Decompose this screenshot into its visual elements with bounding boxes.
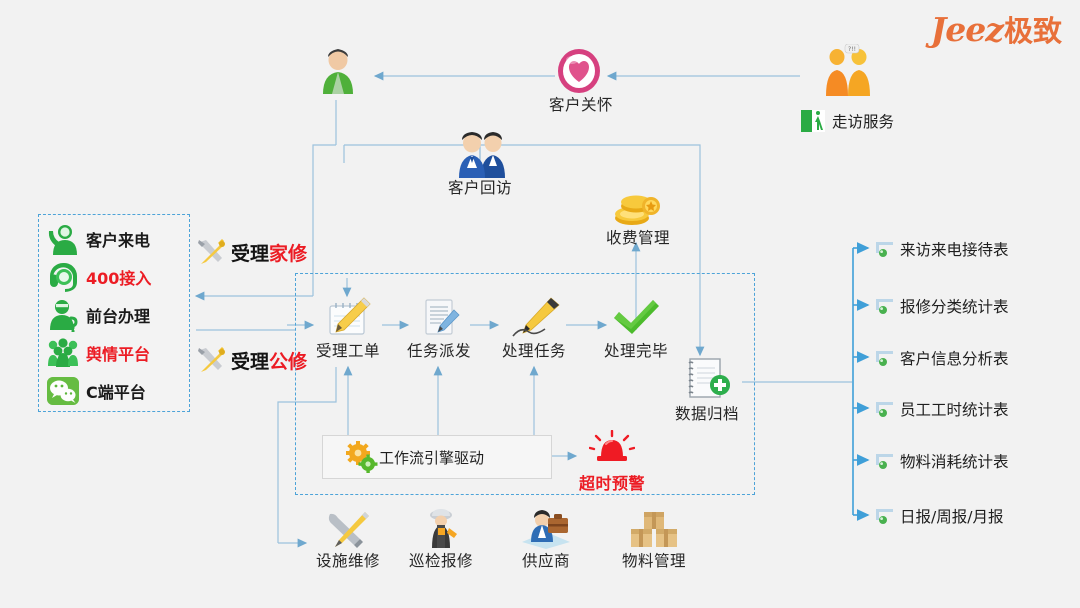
node-visit-people: ?!! [818, 44, 878, 96]
node-overtime-alarm[interactable]: 超时预警 [566, 429, 658, 494]
accept-label: 受理公修 [231, 350, 308, 373]
node-fee-management[interactable]: 收费管理 [606, 190, 671, 248]
svg-text:?!!: ?!! [848, 46, 856, 53]
report-item-0[interactable]: 来访来电接待表 [875, 236, 1009, 262]
report-item-2[interactable]: 客户信息分析表 [875, 345, 1009, 371]
report-label: 日报/周报/月报 [900, 508, 1004, 526]
bottom-label: 供应商 [521, 552, 570, 570]
accept-home-repair[interactable]: 受理家修 [197, 238, 307, 266]
node-visit-service[interactable]: 走访服务 [800, 108, 894, 134]
reception-person-icon [46, 298, 80, 333]
two-agents-icon [459, 132, 505, 178]
node-label: 客户关怀 [549, 96, 614, 114]
report-sheet-icon [875, 507, 897, 525]
report-label: 物料消耗统计表 [900, 453, 1009, 471]
wrench-screwdriver-icon [328, 512, 369, 548]
bottom-label: 设施维修 [315, 552, 380, 570]
channel-label: 舆情平台 [86, 345, 151, 364]
report-label: 报修分类统计表 [900, 298, 1009, 316]
notepad-pencil-icon [329, 297, 371, 335]
two-people-icon: ?!! [826, 44, 870, 96]
tools-icon [198, 347, 225, 372]
step-label: 处理完毕 [603, 342, 668, 360]
accept-label: 受理家修 [231, 242, 308, 265]
channel-item-0[interactable]: 客户来电 [46, 222, 150, 256]
gears-icon [346, 441, 378, 473]
briefcase-person-icon [522, 510, 570, 549]
core-workflow-panel [295, 273, 755, 495]
report-item-4[interactable]: 物料消耗统计表 [875, 448, 1009, 474]
step-label: 受理工单 [315, 342, 380, 360]
workflow-step-2[interactable]: 处理任务 [499, 296, 569, 361]
node-staff[interactable] [318, 48, 358, 94]
brand-logo-latin: Jeez [930, 10, 1004, 49]
workflow-step-1[interactable]: 任务派发 [404, 296, 474, 361]
report-label: 来访来电接待表 [900, 241, 1009, 259]
green-check-icon [614, 300, 659, 334]
accept-public-repair[interactable]: 受理公修 [197, 346, 307, 374]
report-sheet-icon [875, 297, 897, 315]
headset-icon [46, 260, 80, 294]
channel-item-3[interactable]: 舆情平台 [46, 336, 150, 370]
node-label: 客户回访 [447, 179, 512, 197]
tools-icon [198, 239, 225, 264]
step-label: 任务派发 [406, 342, 471, 360]
report-item-3[interactable]: 员工工时统计表 [875, 396, 1009, 422]
alarm-label: 超时预警 [578, 474, 645, 493]
channel-item-4[interactable]: C端平台 [46, 374, 146, 408]
report-sheet-icon [875, 400, 897, 418]
node-label: 收费管理 [606, 229, 671, 247]
document-pen-icon [425, 299, 460, 335]
channel-label: C端平台 [86, 383, 146, 402]
report-sheet-icon [875, 240, 897, 258]
workflow-engine-box[interactable]: 工作流引擎驱动 [322, 435, 552, 479]
workflow-step-0[interactable]: 受理工单 [313, 296, 383, 361]
channel-label: 400接入 [86, 269, 152, 288]
door-walk-icon [801, 110, 825, 132]
engine-label: 工作流引擎驱动 [379, 448, 485, 467]
fountain-pen-icon [512, 297, 560, 337]
node-customer-revisit[interactable]: 客户回访 [440, 130, 520, 198]
wechat-icon [46, 374, 80, 408]
bottom-item-3[interactable]: 物料管理 [619, 508, 689, 571]
brand-logo: Jeez极致 [931, 8, 1062, 50]
staff-person-icon [323, 49, 353, 94]
bottom-item-2[interactable]: 供应商 [511, 508, 581, 571]
crowd-icon [46, 336, 80, 370]
report-item-5[interactable]: 日报/周报/月报 [875, 503, 1003, 529]
report-sheet-icon [875, 349, 897, 367]
node-label: 走访服务 [832, 113, 895, 131]
boxes-icon [631, 512, 677, 547]
channel-item-2[interactable]: 前台办理 [46, 298, 151, 333]
workflow-step-3[interactable]: 处理完毕 [600, 296, 672, 361]
bottom-item-1[interactable]: 巡检报修 [406, 508, 476, 571]
bottom-label: 巡检报修 [408, 552, 473, 570]
phone-agent-icon [46, 222, 80, 256]
brand-logo-cn: 极致 [1003, 14, 1062, 48]
channel-item-1[interactable]: 400接入 [46, 260, 151, 294]
report-item-1[interactable]: 报修分类统计表 [875, 293, 1009, 319]
inspector-icon [430, 509, 457, 548]
node-label: 数据归档 [674, 405, 739, 423]
notebook-plus-icon [688, 358, 730, 398]
channel-label: 前台办理 [86, 307, 151, 326]
heart-icon [558, 49, 600, 93]
siren-icon [588, 429, 636, 461]
node-data-archive[interactable]: 数据归档 [672, 355, 742, 424]
bottom-item-0[interactable]: 设施维修 [313, 508, 383, 571]
report-label: 员工工时统计表 [900, 401, 1009, 419]
node-customer-care[interactable]: 客户关怀 [549, 48, 614, 115]
step-label: 处理任务 [501, 342, 566, 360]
report-label: 客户信息分析表 [900, 350, 1009, 368]
bottom-label: 物料管理 [621, 552, 686, 570]
report-sheet-icon [875, 452, 897, 470]
coins-icon [615, 195, 660, 225]
channel-label: 客户来电 [86, 231, 151, 250]
